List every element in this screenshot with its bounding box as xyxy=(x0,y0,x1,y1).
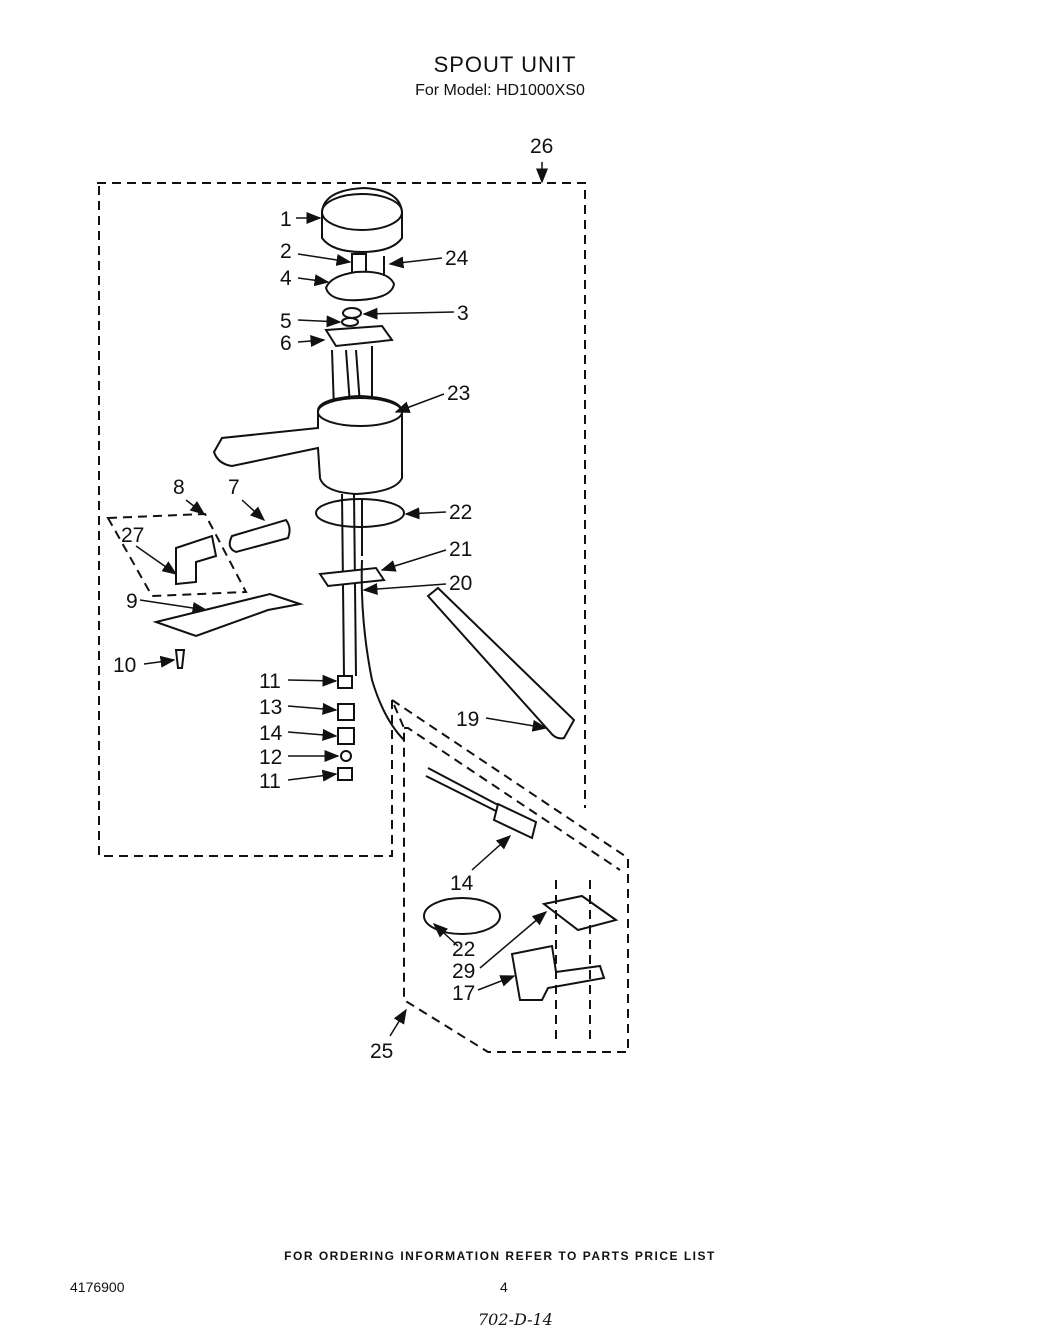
screw-part xyxy=(174,649,186,669)
document-number: 4176900 xyxy=(70,1279,125,1295)
gasket-plate-part xyxy=(324,324,394,348)
fitting-part xyxy=(337,703,355,721)
ferrule-part xyxy=(340,750,352,762)
spout-body-part xyxy=(212,394,403,496)
callout-12: 12 xyxy=(259,746,282,769)
cap-part xyxy=(321,186,403,254)
assembly-25-boundary xyxy=(391,699,629,1053)
callout-26: 26 xyxy=(530,135,553,158)
aerator-part xyxy=(228,518,291,554)
callout-6: 6 xyxy=(280,332,292,355)
callout-8: 8 xyxy=(173,476,185,499)
callout-14-lower: 14 xyxy=(450,872,474,895)
connector-part xyxy=(337,727,355,745)
callout-25: 25 xyxy=(370,1040,393,1063)
handwritten-note: 702-D-14 xyxy=(478,1310,553,1329)
cartridge-part xyxy=(324,253,396,302)
callout-21: 21 xyxy=(449,538,472,561)
page-title: SPOUT UNIT xyxy=(433,52,577,77)
o-ring-part xyxy=(341,317,359,327)
callout-24: 24 xyxy=(445,247,469,270)
assembly-25-inner xyxy=(404,727,621,871)
diverter-valve-part xyxy=(510,944,606,1001)
callout-2: 2 xyxy=(280,240,292,263)
mounting-bracket-part xyxy=(318,566,386,588)
o-ring-part-25 xyxy=(423,897,501,935)
model-subtitle: For Model: HD1000XS0 xyxy=(415,82,585,99)
callout-23: 23 xyxy=(447,382,470,405)
callout-11-lower: 11 xyxy=(259,770,281,793)
assembly-8-boundary xyxy=(106,512,248,598)
ordering-note: FOR ORDERING INFORMATION REFER TO PARTS … xyxy=(284,1249,716,1263)
washer-part xyxy=(342,307,362,319)
hose-guide-part xyxy=(360,559,405,741)
callout-17: 17 xyxy=(452,982,475,1005)
valve-stem-part xyxy=(331,346,373,411)
elbow-part xyxy=(175,534,218,586)
supply-line-part xyxy=(425,767,501,813)
callout-29: 29 xyxy=(452,960,475,983)
callout-7: 7 xyxy=(228,476,240,499)
leader-lines xyxy=(135,162,548,1037)
callout-10: 10 xyxy=(113,654,136,677)
callout-14-upper: 14 xyxy=(259,722,283,745)
callout-11-upper: 11 xyxy=(259,670,281,693)
escutcheon-part xyxy=(152,592,304,638)
assembly-26-boundary xyxy=(97,182,586,857)
callout-22-upper: 22 xyxy=(449,501,472,524)
callout-20: 20 xyxy=(449,572,472,595)
nut-part-upper xyxy=(337,675,353,689)
callout-5: 5 xyxy=(280,310,292,333)
callout-19: 19 xyxy=(456,708,479,731)
callout-4: 4 xyxy=(280,267,292,290)
base-o-ring-part xyxy=(315,498,405,528)
connector-part-25 xyxy=(492,802,538,840)
callout-27: 27 xyxy=(121,524,144,547)
page-number: 4 xyxy=(500,1279,508,1295)
callout-22-lower: 22 xyxy=(452,938,475,961)
callout-1: 1 xyxy=(280,208,292,231)
mounting-plate-part xyxy=(541,894,619,932)
callout-3: 3 xyxy=(457,302,469,325)
callout-13: 13 xyxy=(259,696,282,719)
nut-part-lower xyxy=(337,767,353,781)
spray-hose-part xyxy=(426,586,576,740)
callout-9: 9 xyxy=(126,590,138,613)
